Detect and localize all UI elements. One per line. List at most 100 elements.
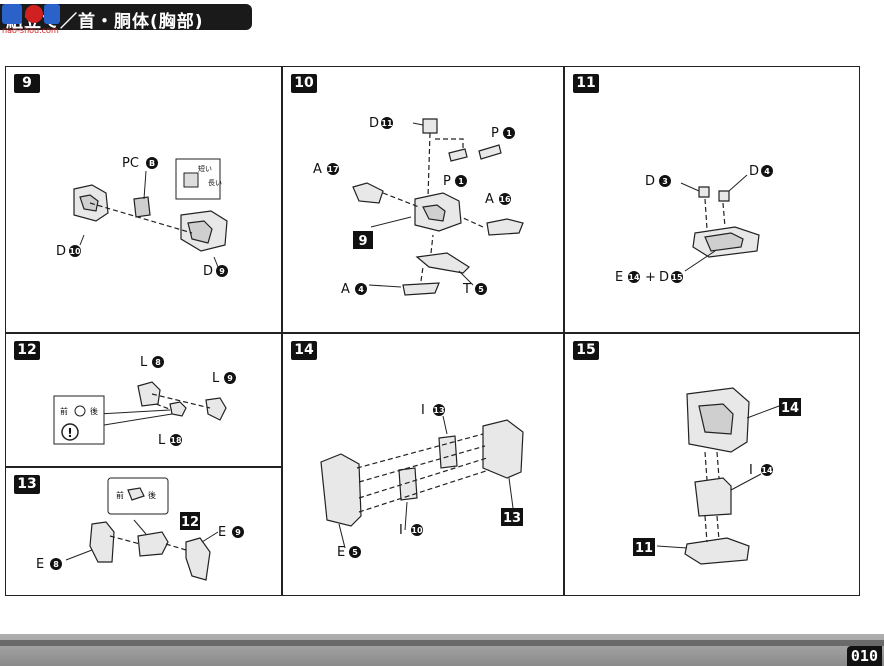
svg-text:P: P <box>491 126 499 141</box>
footer-stripe <box>0 640 884 646</box>
step-15-diagram: I 14 14 11 <box>633 387 801 565</box>
svg-text:A: A <box>485 192 494 207</box>
svg-text:1: 1 <box>458 177 464 186</box>
svg-text:L: L <box>158 433 166 448</box>
ref-step-13: 13 <box>501 508 523 526</box>
svg-text:D: D <box>749 164 759 179</box>
svg-text:後: 後 <box>90 406 98 416</box>
svg-text:17: 17 <box>327 165 338 174</box>
part-d11 <box>422 118 438 134</box>
header-bar: 組立て／首・胴体(胸部) <box>0 4 252 32</box>
svg-text:8: 8 <box>53 560 59 569</box>
label-a16: A 16 <box>485 192 511 207</box>
svg-text:3: 3 <box>662 177 668 186</box>
svg-text:!: ! <box>67 426 72 440</box>
direction-note-box: 前 後 ! <box>53 395 105 445</box>
step-13-diagram: 前 後 E 8 E 9 12 <box>36 477 244 581</box>
label-pcb: PC B <box>122 156 158 171</box>
site-logo <box>2 4 60 24</box>
step-9-panel: 9 短い 長い PC B D 10 <box>5 66 282 333</box>
label-e9: E 9 <box>218 525 244 540</box>
svg-text:14: 14 <box>781 401 799 416</box>
svg-text:13: 13 <box>433 406 444 415</box>
label-e5: E 5 <box>337 545 361 560</box>
label-e8: E 8 <box>36 557 62 572</box>
svg-text:E: E <box>218 525 226 540</box>
step-12-diagram: 前 後 ! L 8 L 9 L 18 <box>53 355 236 448</box>
part-l18 <box>169 401 187 417</box>
part-i14 <box>694 477 732 517</box>
page-number: 010 <box>846 646 882 666</box>
part-pcb <box>133 196 151 218</box>
ref-step-12: 12 <box>180 512 200 530</box>
step-10-panel: 10 D 11 P 1 P 1 A 1 <box>282 66 564 333</box>
svg-text:8: 8 <box>155 358 161 367</box>
svg-text:D: D <box>645 174 655 189</box>
label-t5: T 5 <box>462 282 487 297</box>
label-a4: A 4 <box>341 282 367 297</box>
label-d4: D 4 <box>749 164 773 179</box>
label-l9: L 9 <box>212 371 236 386</box>
svg-text:9: 9 <box>219 267 225 276</box>
svg-text:I: I <box>421 403 425 418</box>
svg-text:1: 1 <box>506 129 512 138</box>
svg-text:後: 後 <box>148 490 156 500</box>
label-a17: A 17 <box>313 162 339 177</box>
label-d3: D 3 <box>645 174 671 189</box>
svg-text:L: L <box>212 371 220 386</box>
svg-text:P: P <box>443 174 451 189</box>
svg-text:E: E <box>337 545 345 560</box>
svg-text:14: 14 <box>628 273 640 282</box>
part-a4 <box>402 282 440 296</box>
part-a17 <box>352 182 384 204</box>
svg-text:E: E <box>36 557 44 572</box>
label-l18: L 18 <box>158 433 182 448</box>
step-number: 12 <box>14 341 40 360</box>
direction-note-box: 前 後 <box>107 477 169 515</box>
watermark: nao-shou.com <box>2 26 59 35</box>
step-number: 14 <box>291 341 317 360</box>
step-15-panel: 15 I 14 14 11 <box>564 333 860 596</box>
part-13 <box>482 419 524 479</box>
ref-step-11: 11 <box>633 538 655 556</box>
svg-text:5: 5 <box>478 285 484 294</box>
svg-text:E: E <box>615 270 623 285</box>
part-p1-a <box>448 148 468 162</box>
part-d4 <box>718 190 730 202</box>
step-14-panel: 14 I 13 I 10 E 5 13 <box>282 333 564 596</box>
footer-band <box>0 634 884 666</box>
part-i10 <box>398 467 418 501</box>
svg-text:9: 9 <box>358 234 367 249</box>
svg-text:PC: PC <box>122 156 139 171</box>
svg-text:A: A <box>313 162 322 177</box>
ref-step-9: 9 <box>353 231 373 249</box>
step-number: 11 <box>573 74 599 93</box>
step-number: 9 <box>14 74 40 93</box>
part-p1-b <box>478 144 502 160</box>
svg-text:10: 10 <box>411 526 423 535</box>
svg-text:4: 4 <box>764 167 770 176</box>
svg-text:10: 10 <box>69 247 81 256</box>
part-a16 <box>486 218 524 236</box>
svg-text:+: + <box>645 270 656 285</box>
label-i14: I 14 <box>749 463 773 478</box>
svg-text:T: T <box>462 282 471 297</box>
svg-text:9: 9 <box>227 374 233 383</box>
part-e8 <box>89 521 115 563</box>
svg-text:13: 13 <box>503 511 521 526</box>
svg-text:A: A <box>341 282 350 297</box>
label-p1-top: P 1 <box>491 126 515 141</box>
svg-text:12: 12 <box>181 515 199 530</box>
label-d11: D 11 <box>369 116 393 131</box>
size-note-box: 短い 長い <box>175 158 222 200</box>
part-l9 <box>205 397 227 421</box>
svg-text:9: 9 <box>235 528 241 537</box>
svg-text:B: B <box>149 159 155 168</box>
svg-text:D: D <box>369 116 379 131</box>
svg-text:14: 14 <box>761 466 773 475</box>
part-e5 <box>320 453 362 527</box>
part-d3 <box>698 186 710 198</box>
svg-text:I: I <box>399 523 403 538</box>
part-e9 <box>185 537 211 581</box>
label-d9: D 9 <box>203 264 228 279</box>
